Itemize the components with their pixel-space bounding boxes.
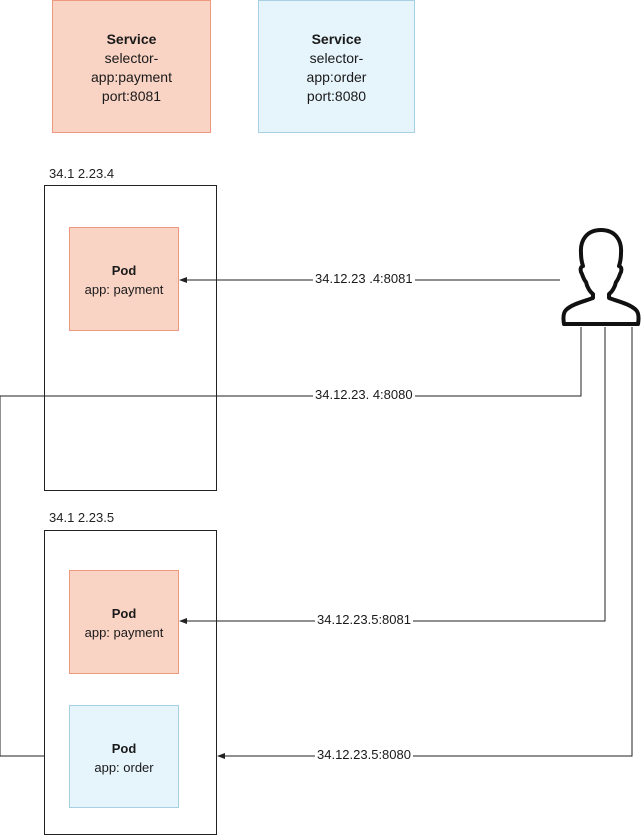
node-2-label: 34.1 2.23.5 — [49, 510, 115, 525]
pod-app: app: payment — [84, 282, 164, 297]
service-selector: selector- — [104, 50, 159, 66]
service-title: Service — [311, 31, 362, 47]
wire-user-node1-8080 — [0, 327, 582, 757]
node-1-label: 34.1 2.23.4 — [49, 166, 115, 181]
service-port: port:8081 — [101, 88, 162, 104]
service-port: port:8080 — [306, 88, 367, 104]
wire-user-node2-8080 — [217, 327, 633, 759]
connection-label-node2-8080: 34.12.23.5:8080 — [315, 747, 413, 762]
pod-title: Pod — [111, 741, 137, 756]
connection-label-node1-8080: 34.12.23. 4:8080 — [313, 387, 415, 402]
pod-payment-node1: Pod app: payment — [69, 227, 179, 331]
node-1 — [44, 185, 217, 491]
pod-title: Pod — [111, 263, 137, 278]
service-selector: selector- — [309, 50, 364, 66]
user-silhouette-icon — [561, 228, 641, 326]
service-order: Service selector- app:order port:8080 — [258, 0, 415, 133]
service-app: app:payment — [91, 69, 172, 85]
service-payment: Service selector- app:payment port:8081 — [52, 0, 211, 133]
pod-app: app: order — [94, 760, 154, 775]
connection-label-node2-8081: 34.12.23.5:8081 — [315, 612, 413, 627]
service-title: Service — [106, 31, 157, 47]
connection-label-node1-8081: 34.12.23 .4:8081 — [313, 271, 415, 286]
pod-title: Pod — [111, 606, 137, 621]
wire-user-pod2 — [179, 327, 606, 624]
pod-payment-node2: Pod app: payment — [69, 570, 179, 674]
pod-app: app: payment — [84, 625, 164, 640]
service-app: app:order — [306, 69, 367, 85]
pod-order-node2: Pod app: order — [69, 705, 179, 808]
